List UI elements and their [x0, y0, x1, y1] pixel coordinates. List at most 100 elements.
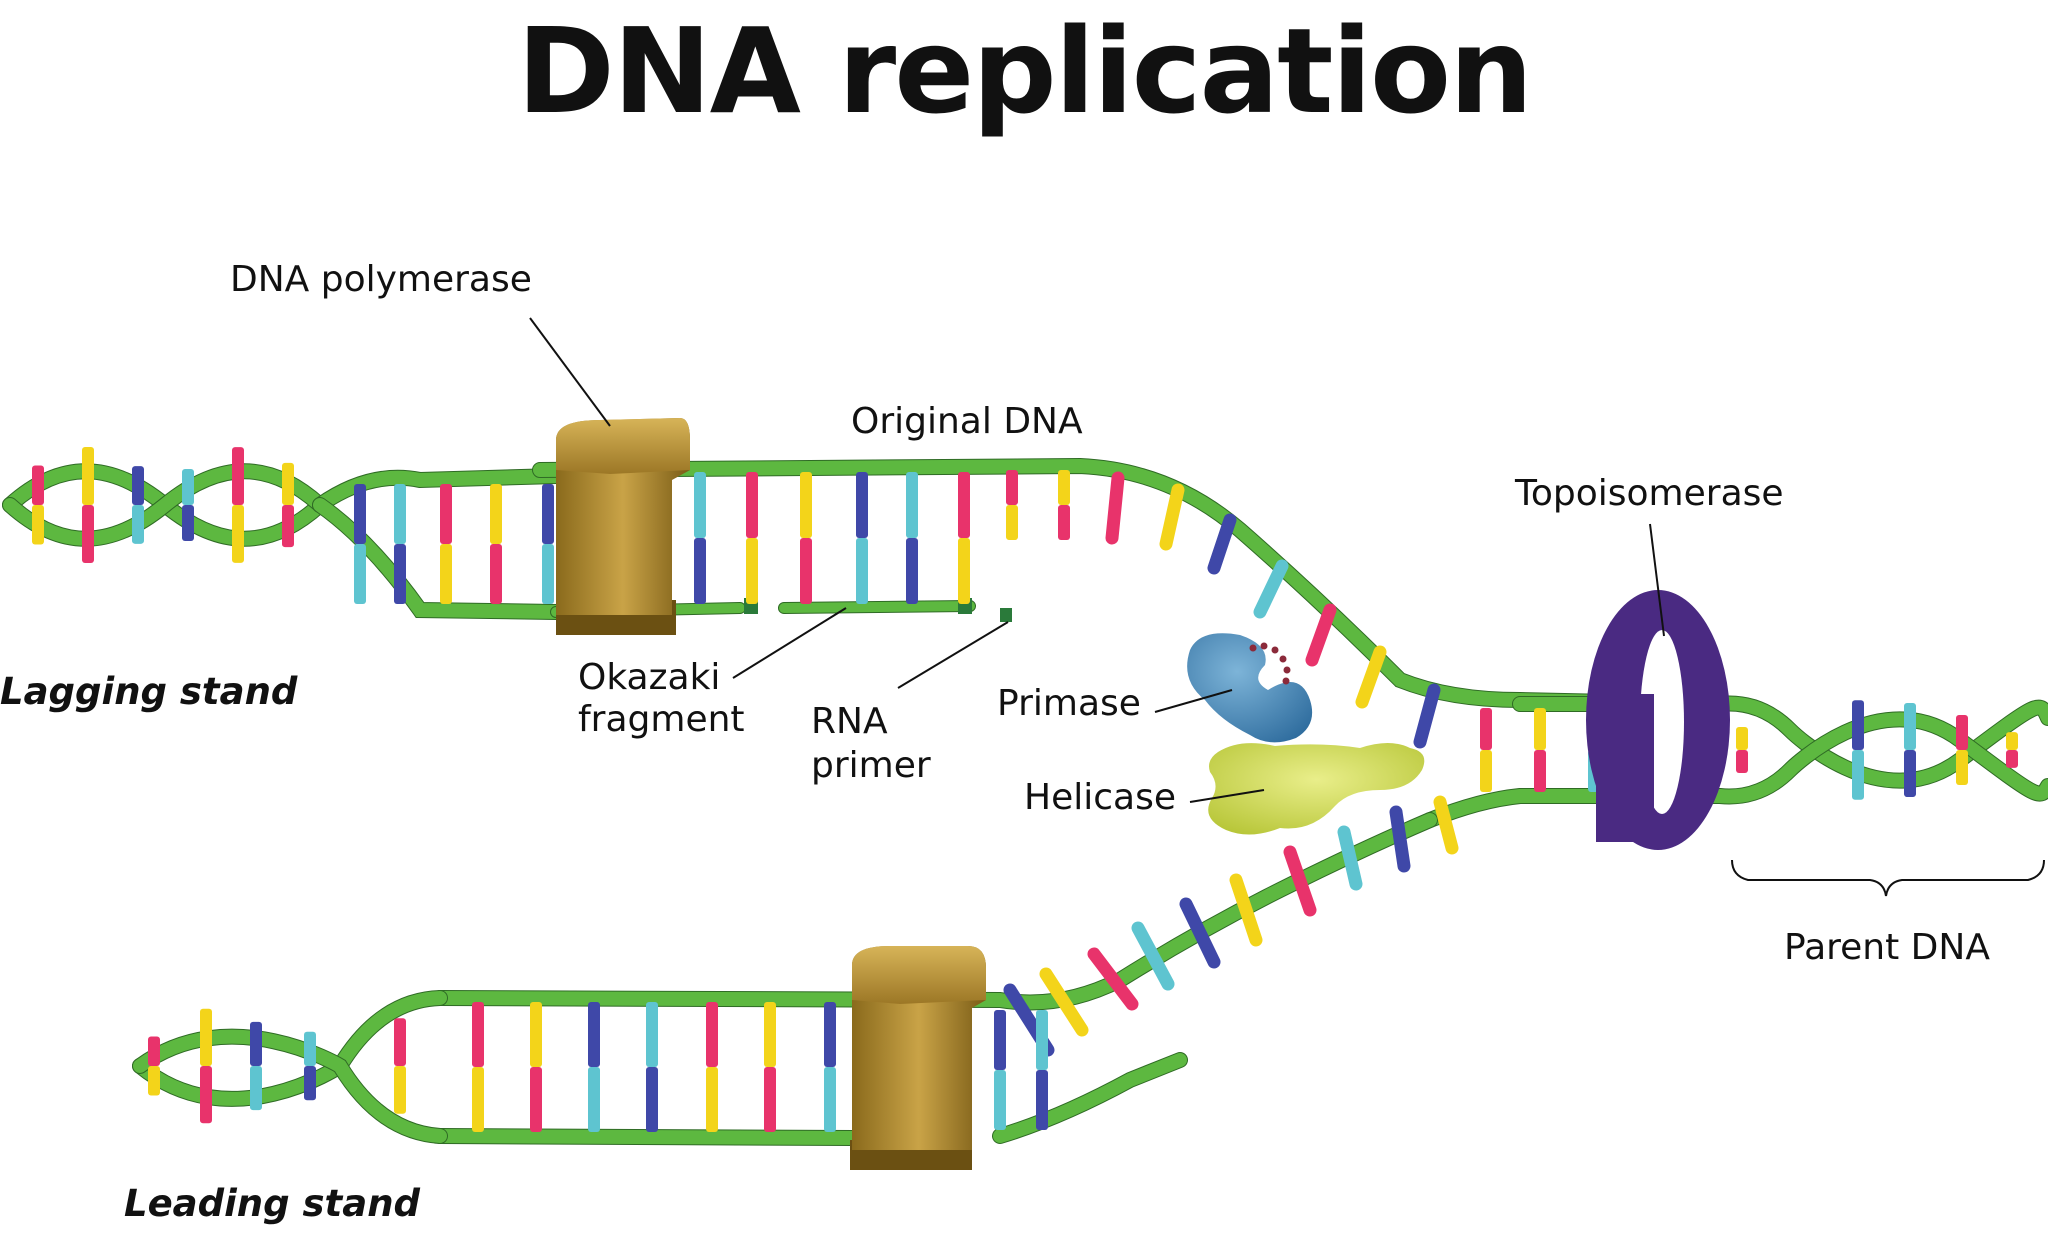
parent-helix-rung-bottom: [1736, 750, 1748, 773]
leading-helix-rung-bottom: [394, 1066, 406, 1114]
lagging-fragment-rung-top: [746, 472, 758, 538]
lagging-unpaired-rung-top: [1006, 470, 1018, 505]
fork-lower-base: [1039, 967, 1089, 1037]
lagging-helix-rung-bottom: [182, 505, 194, 541]
lagging-rung-top: [542, 484, 554, 544]
lagging-helix-rung-top: [82, 447, 94, 505]
fork-lower-base: [1179, 897, 1221, 969]
lagging-fragment-rung-bottom: [906, 538, 918, 604]
leading-fresh-rung-bottom: [1036, 1070, 1048, 1130]
lagging-fragment-rung-bottom: [694, 538, 706, 604]
fork-upper-base: [1355, 645, 1387, 709]
fork-lower-base: [1087, 947, 1139, 1011]
parent-strand-bottom: [1423, 712, 2048, 827]
fork-upper-base: [1159, 483, 1185, 551]
leading-rung-bottom: [824, 1067, 836, 1132]
leading-rung-top: [824, 1002, 836, 1067]
parent-helix-rung-top: [1956, 715, 1968, 750]
fork-lower-base: [1433, 795, 1459, 855]
parent-helix-rung-bottom: [1904, 750, 1916, 797]
leading-rung-bottom: [588, 1067, 600, 1132]
leading-rung-top: [530, 1002, 542, 1067]
leading-fresh-rung-top: [1036, 1010, 1048, 1070]
lagging-helix-rung-top: [232, 447, 244, 505]
label-rna-line1: RNA: [811, 701, 888, 742]
enzymes: [556, 418, 1730, 1170]
lagging-rung-bottom: [354, 544, 366, 604]
leading-new-strand: [993, 1053, 1187, 1143]
parent-helix-rung-top: [2006, 732, 2018, 750]
leading-fresh-rung-bottom: [994, 1070, 1006, 1130]
original-upper-strand: [533, 458, 1707, 711]
lagging-lower-lead: [313, 498, 563, 619]
lagging-helix-rung-bottom: [282, 505, 294, 548]
lagging-helix-rung-bottom: [232, 505, 244, 563]
lagging-fragment-rung-top: [906, 472, 918, 538]
leading-rung-top: [706, 1002, 718, 1067]
lagging-fragment-rung-top: [800, 472, 812, 538]
dna-polymerase-leading: [850, 946, 986, 1170]
leading-new-strand-left: [433, 1129, 859, 1145]
leading-helix-rung-top: [200, 1008, 212, 1066]
parent-rung-top: [1480, 708, 1492, 750]
label-topoisomerase: Topoisomerase: [1515, 473, 1784, 514]
lagging-fragment-rung-top: [694, 472, 706, 538]
lagging-helix-back: [3, 464, 327, 546]
lagging-rung-top: [440, 484, 452, 544]
lagging-rung-bottom: [440, 544, 452, 604]
lagging-helix-rung-top: [282, 462, 294, 505]
leader-lines: [529, 317, 2045, 897]
leading-helix-rung-bottom: [200, 1066, 212, 1124]
lagging-helix-rung-bottom: [82, 505, 94, 563]
rna-primer-mark-3: [1000, 608, 1012, 622]
leading-fresh-rung-top: [994, 1010, 1006, 1070]
parent-rung-bottom: [1480, 750, 1492, 792]
lagging-unpaired-rung-bottom: [1006, 505, 1018, 540]
lagging-helix-rung-bottom: [32, 505, 44, 545]
label-original-dna: Original DNA: [851, 401, 1083, 442]
parent-helix-rung-top: [1736, 727, 1748, 750]
parent-helix-rung-bottom: [1852, 750, 1864, 800]
helicase-blob: [1208, 743, 1425, 835]
lagging-fragment-rung-top: [958, 472, 970, 538]
parent-helix-rung-top: [1904, 703, 1916, 750]
dna-polymerase-lagging: [556, 418, 690, 635]
lagging-helix-rung-top: [132, 466, 144, 505]
lagging-rung-bottom: [542, 544, 554, 604]
fork-upper-base: [1305, 603, 1337, 667]
lagging-fragment-rung-bottom: [800, 538, 812, 604]
fork-upper-base: [1105, 471, 1125, 545]
parent-strand-top: [1513, 696, 2048, 788]
leading-rung-bottom: [764, 1067, 776, 1132]
label-rna-line2: primer: [811, 745, 931, 786]
parent-rung-bottom: [1534, 750, 1546, 792]
leading-rung-top: [588, 1002, 600, 1067]
lagging-unpaired-rung-bottom: [1058, 505, 1070, 540]
leading-helix-rung-top: [394, 1018, 406, 1066]
okazaki-fragment-strand-2: [779, 601, 975, 613]
fork-upper-base: [1253, 559, 1289, 619]
leading-helix-rung-bottom: [304, 1066, 316, 1101]
lagging-helix-rung-bottom: [132, 505, 144, 544]
fork-upper-base: [1413, 683, 1441, 749]
lagging-rung-bottom: [490, 544, 502, 604]
lagging-fragment-rung-bottom: [856, 538, 868, 604]
fork-upper-base: [1207, 513, 1237, 575]
lagging-fragment-rung-bottom: [746, 538, 758, 604]
diagram-title: DNA replication: [516, 2, 1533, 140]
leading-helix-rung-bottom: [148, 1066, 160, 1096]
leading-rung-top: [472, 1002, 484, 1067]
label-dna-polymerase: DNA polymerase: [230, 259, 532, 300]
lagging-unpaired-rung-top: [1058, 470, 1070, 505]
leading-helix-rung-top: [304, 1031, 316, 1066]
lagging-rung-top: [354, 484, 366, 544]
leading-helix-rung-bottom: [250, 1066, 262, 1111]
leading-rung-top: [764, 1002, 776, 1067]
fork-lower-base: [1131, 921, 1175, 991]
leading-rung-bottom: [472, 1067, 484, 1132]
label-lagging-strand: Lagging stand: [0, 670, 298, 713]
lagging-fragment-rung-bottom: [958, 538, 970, 604]
label-okazaki-line1: Okazaki: [578, 657, 721, 698]
leading-rung-top: [646, 1002, 658, 1067]
